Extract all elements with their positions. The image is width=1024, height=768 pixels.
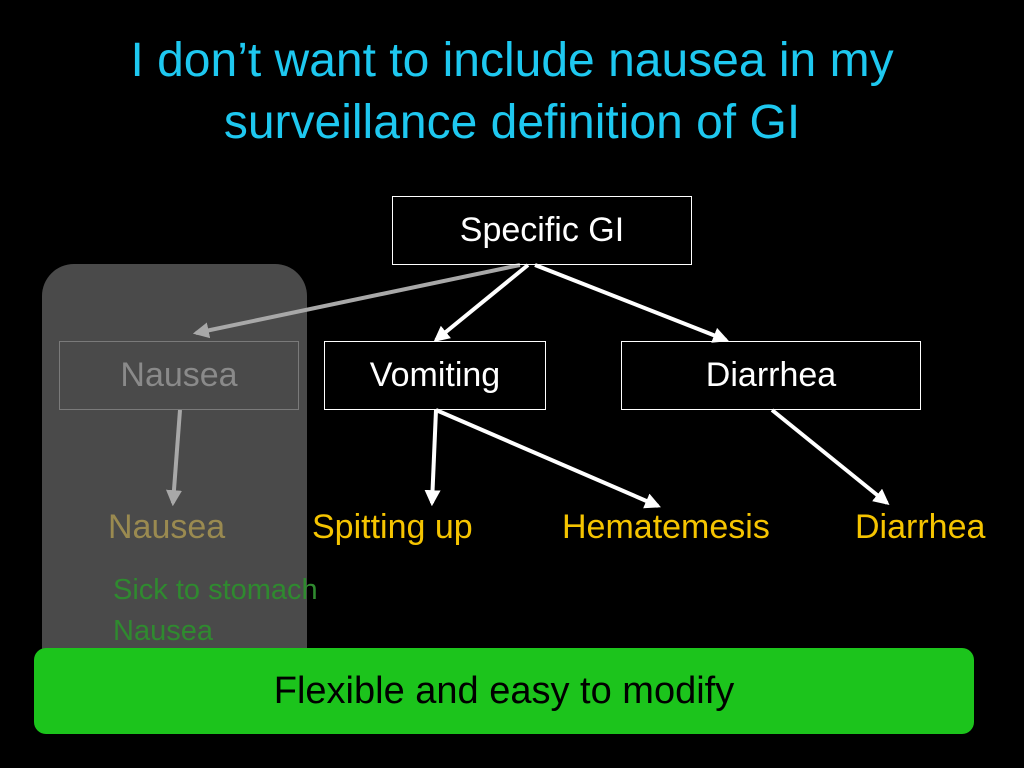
arrow-nausea-to-nausea-leaf [165,409,182,507]
leaf-hematemesis: Hematemesis [562,508,770,546]
node-nausea: Nausea [59,341,299,410]
leaf-diarrhea: Diarrhea [855,508,986,546]
synonym-sick-to-stomach: Sick to stomach [113,574,318,606]
arrow-vomiting-to-hematemesis [435,408,661,509]
leaf-spitting-up: Spitting up [312,508,473,546]
arrow-root-to-nausea [192,263,521,339]
node-specific-gi: Specific GI [392,196,692,265]
leaf-nausea: Nausea [108,508,226,546]
synonym-nausea: Nausea [113,615,213,647]
node-diarrhea: Diarrhea [621,341,921,410]
arrow-root-to-diarrhea [534,263,729,343]
arrow-vomiting-to-spitting-up [424,409,441,507]
slide-title: I don’t want to include nausea in my sur… [130,34,894,149]
arrow-root-to-vomiting [433,263,530,343]
arrow-diarrhea-to-diarrhea-leaf [770,408,890,506]
flexibility-banner: Flexible and easy to modify [34,648,974,734]
node-vomiting: Vomiting [324,341,546,410]
